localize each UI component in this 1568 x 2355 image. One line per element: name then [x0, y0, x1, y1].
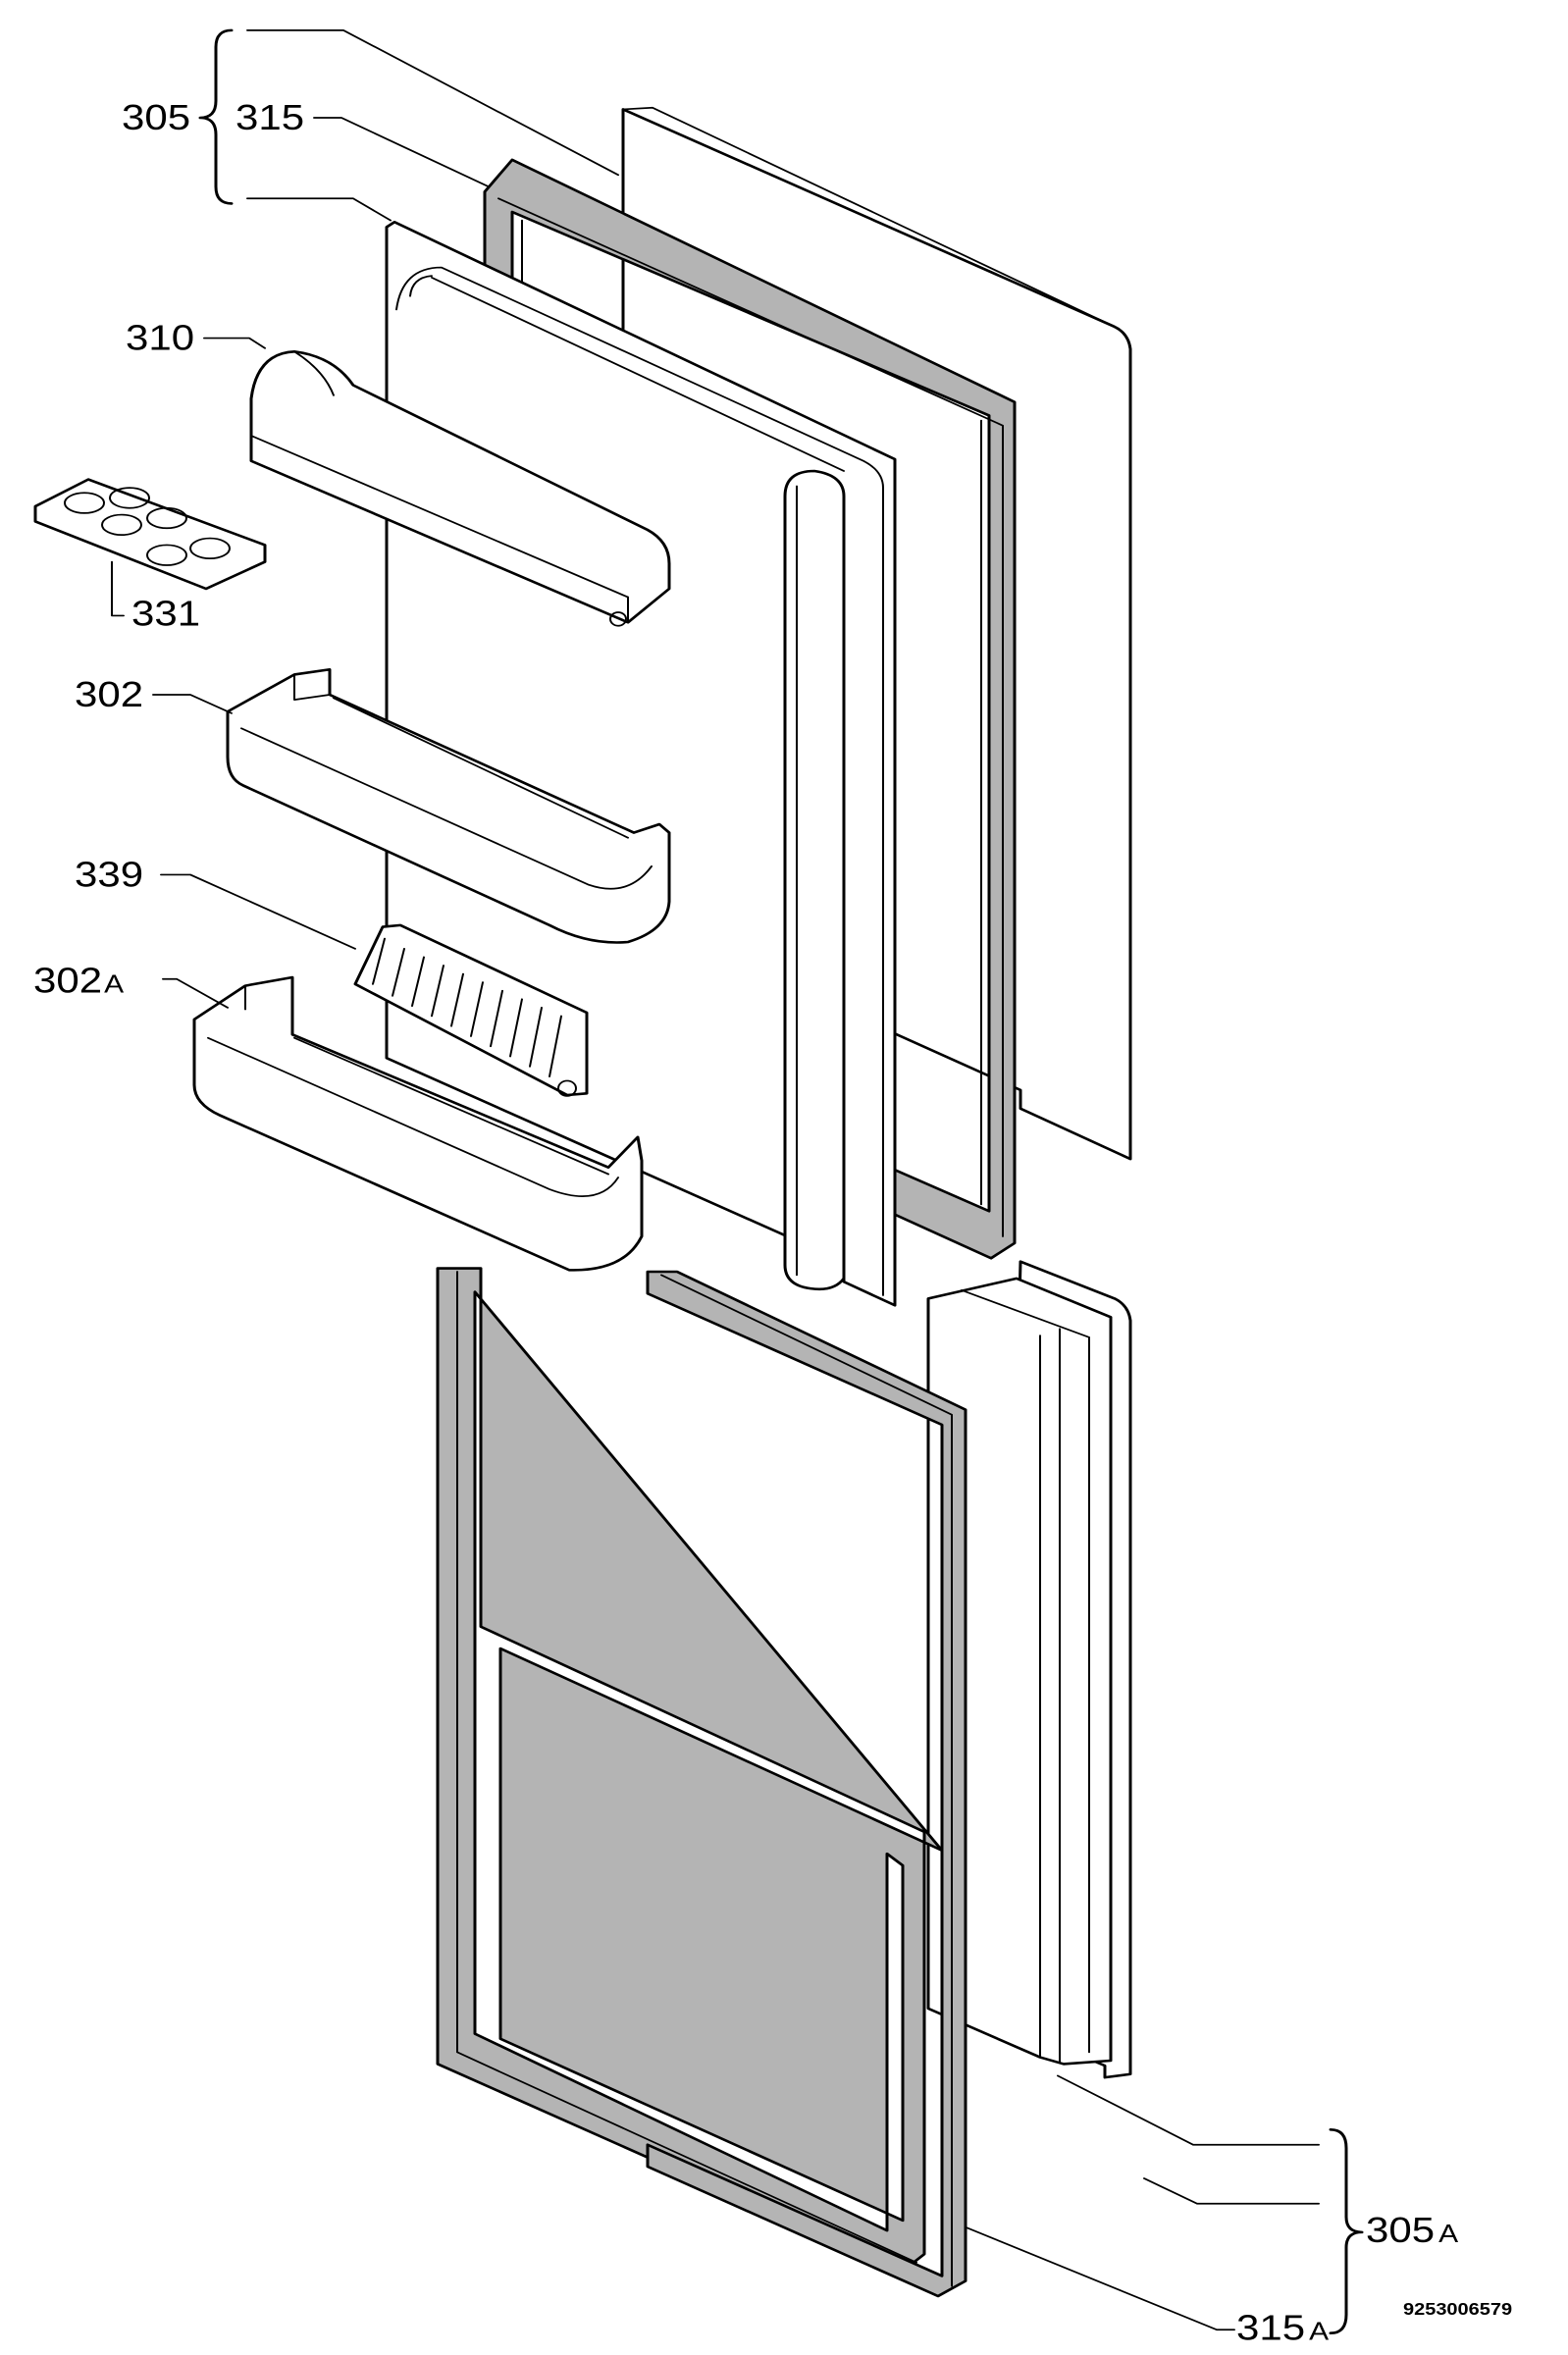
callout-310: 310: [126, 319, 194, 358]
top-assembly-brace: [198, 28, 234, 205]
bottom-door-gasket: [436, 1267, 967, 2298]
document-number: 9253006579: [1403, 2299, 1512, 2318]
bottom-door-outer-panel: [926, 1260, 1132, 2079]
callout-305: 305: [122, 99, 190, 138]
callout-315: 315: [235, 99, 304, 138]
callout-302: 302: [75, 676, 143, 715]
leader-lines: [111, 28, 1320, 2331]
butter-compartment: [249, 350, 671, 627]
door-shelf-upper: [226, 667, 671, 944]
callout-302a: 302A: [33, 962, 124, 1001]
bottle-retainer: [353, 923, 589, 1097]
egg-tray: [33, 478, 267, 591]
callout-331: 331: [131, 595, 200, 634]
door-shelf-lower: [192, 975, 644, 1272]
bottom-assembly-brace: [1329, 2128, 1364, 2334]
callout-339: 339: [75, 856, 143, 895]
